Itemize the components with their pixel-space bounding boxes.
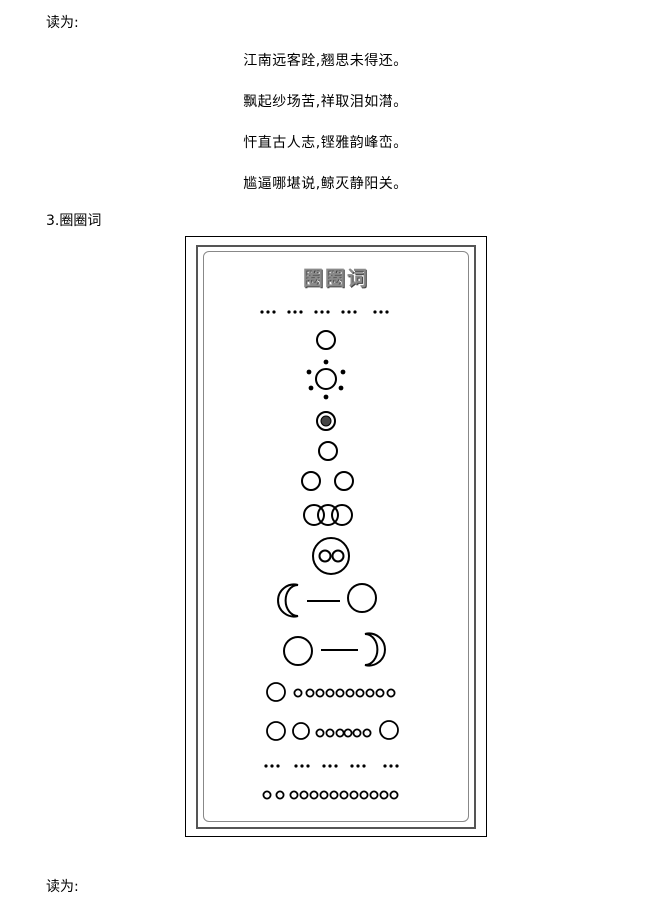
row-small-circles bbox=[262, 790, 399, 800]
row-circle-filled-center bbox=[316, 411, 336, 431]
row-circle-single-2 bbox=[318, 441, 338, 461]
figure-frame-middle bbox=[196, 245, 476, 829]
poem-line-2: 飘起纱场苦,祥取泪如潸。 bbox=[243, 94, 408, 110]
row-circle-sun bbox=[306, 359, 346, 400]
poem-line-3: 忓直古人志,铿雅韵峰峦。 bbox=[243, 135, 408, 151]
row-circle-overlap-three bbox=[303, 504, 353, 526]
row-circle-inner-pair bbox=[312, 537, 350, 575]
row-circle-mixed-chain bbox=[266, 720, 399, 741]
read-as-label-bottom: 读为: bbox=[46, 879, 79, 895]
row-dots-2 bbox=[264, 764, 399, 768]
row-crescent-line-circle bbox=[277, 583, 377, 618]
row-circle-line-crescent bbox=[283, 632, 386, 667]
row-circle-pair bbox=[301, 471, 354, 491]
section-heading: 3.圈圈词 bbox=[46, 213, 102, 229]
row-circle-small-chain bbox=[266, 682, 396, 702]
poem-line-1: 江南远客跧,翘思未得还。 bbox=[243, 53, 408, 69]
row-circle-single bbox=[316, 330, 336, 350]
poem-line-4: 尴逼哪堪说,鲸灭静阳关。 bbox=[243, 176, 408, 192]
figure-frame-inner bbox=[203, 251, 469, 822]
row-dots-1 bbox=[260, 310, 389, 314]
read-as-label-top: 读为: bbox=[46, 15, 79, 31]
figure-title: 圈圈词 bbox=[303, 266, 369, 290]
figure-frame-outer bbox=[185, 236, 487, 837]
